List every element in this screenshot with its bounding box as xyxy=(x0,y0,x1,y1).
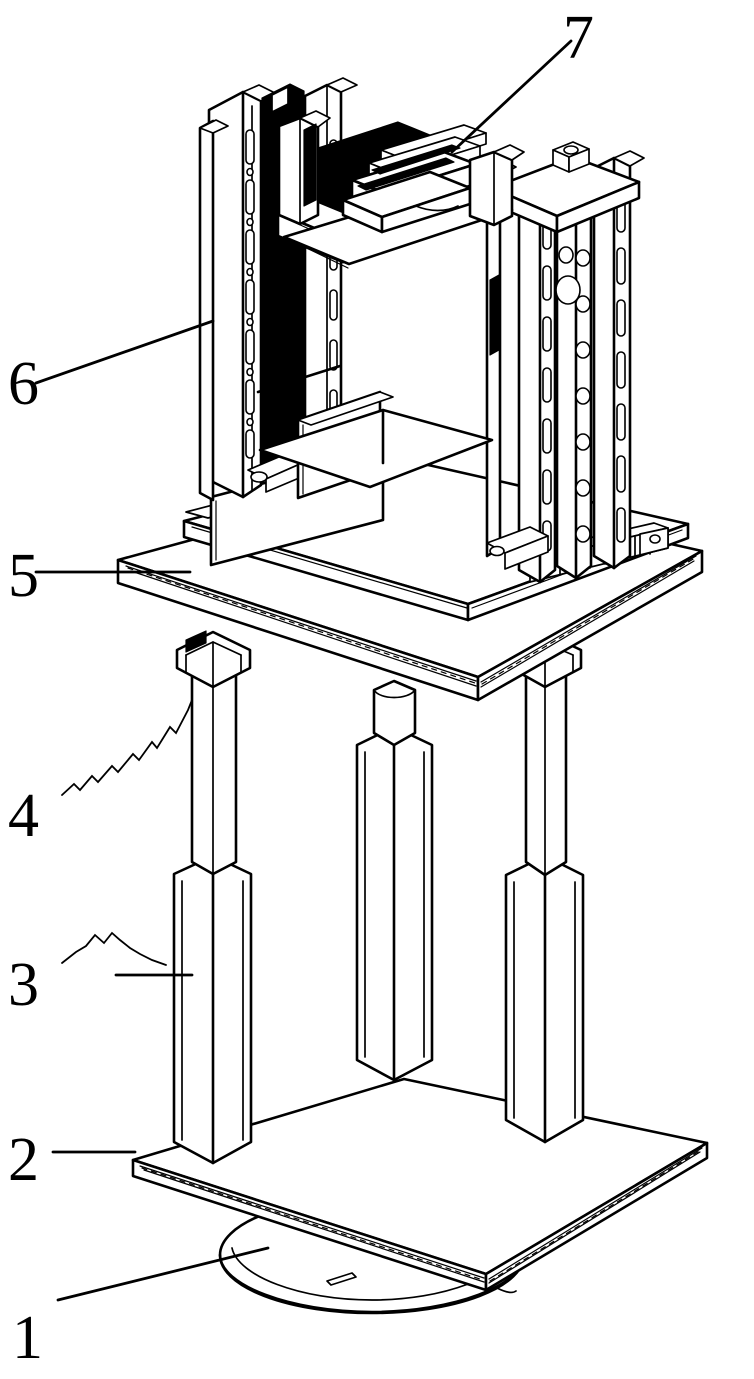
callout-2-label: 2 xyxy=(8,1126,39,1194)
outer-sleeve-left xyxy=(172,854,253,1165)
callout-4-leader xyxy=(61,675,193,796)
guide-plate-right-b xyxy=(555,166,593,580)
callout-1-label: 1 xyxy=(12,1304,43,1372)
callout-4: 4 xyxy=(8,675,193,850)
callout-6-label: 6 xyxy=(8,350,39,418)
part-outer-leg-sleeves xyxy=(172,725,585,1165)
callout-3-leader-break xyxy=(61,931,167,966)
callout-7-label: 7 xyxy=(563,4,594,72)
clamp-head-stack xyxy=(341,124,487,234)
callout-3: 3 xyxy=(8,931,194,1019)
lift-column-left xyxy=(175,630,252,876)
callout-6-leader xyxy=(34,319,215,385)
guide-post-right-foot xyxy=(486,526,549,570)
callout-7-leader xyxy=(450,39,573,154)
callout-5-label: 5 xyxy=(8,542,39,610)
callout-2: 2 xyxy=(8,1126,137,1194)
guide-post-left-back xyxy=(198,119,229,502)
callout-7: 7 xyxy=(450,4,594,154)
callout-1: 1 xyxy=(12,1246,270,1372)
rear-panel xyxy=(258,408,494,489)
part-telescoping-lift-columns xyxy=(175,630,583,877)
guide-post-right-back xyxy=(485,159,517,558)
lift-column-center xyxy=(372,679,417,747)
callout-6: 6 xyxy=(8,319,215,418)
outer-sleeve-right xyxy=(504,854,585,1144)
callout-3-label: 3 xyxy=(8,951,39,1019)
callout-1-leader xyxy=(56,1246,270,1302)
guide-plate-right-a xyxy=(517,171,571,584)
part-vertical-guide-posts-right xyxy=(485,141,645,584)
callout-4-label: 4 xyxy=(8,782,39,850)
part-upper-carriage-clamp-head xyxy=(276,110,525,269)
guide-plate-right-c xyxy=(592,150,645,570)
outer-sleeve-center xyxy=(355,725,434,1082)
guide-post-left-outer xyxy=(207,84,278,499)
callout-5: 5 xyxy=(8,542,192,610)
